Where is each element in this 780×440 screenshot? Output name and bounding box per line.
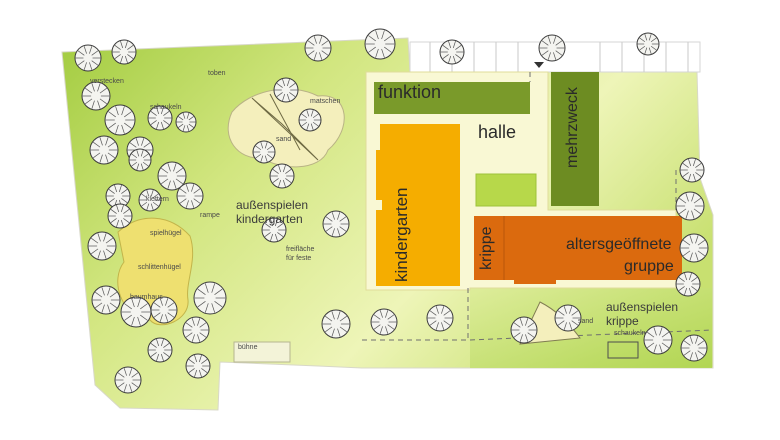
room-mehrzweck: [551, 72, 599, 206]
label-baumhaus: baumhaus: [130, 294, 163, 301]
label-sand-top: sand: [276, 136, 292, 143]
tree: [675, 191, 705, 221]
tree: [193, 281, 227, 315]
tree: [89, 135, 119, 165]
tree: [111, 39, 137, 65]
tree: [322, 210, 350, 238]
tree: [91, 285, 121, 315]
tree: [176, 182, 204, 210]
label-spielhuegel: spielhügel: [150, 230, 182, 237]
tree: [114, 366, 142, 394]
room-krippe-gruppe: [474, 216, 682, 284]
tree: [261, 217, 287, 243]
label-freiflaeche-2: für feste: [286, 255, 312, 262]
tree: [107, 203, 133, 229]
tree: [439, 39, 465, 65]
tree: [538, 34, 566, 62]
stage-area: [233, 341, 291, 363]
label-sand-krippe: sand: [578, 318, 594, 325]
tree: [87, 231, 117, 261]
label-mehrzweck: mehrzweck: [564, 87, 581, 168]
tree: [679, 233, 709, 263]
tree: [147, 337, 173, 363]
tree: [269, 163, 295, 189]
tree: [147, 105, 173, 131]
label-matschen: matschen: [310, 98, 341, 105]
tree: [273, 77, 299, 103]
tree: [364, 28, 396, 60]
tree: [81, 81, 111, 111]
tree: [554, 304, 582, 332]
tree: [150, 296, 178, 324]
tree: [426, 304, 454, 332]
label-aussen-krippe-2: krippe: [606, 314, 639, 328]
tree: [304, 34, 332, 62]
tree: [182, 316, 210, 344]
trees: [74, 28, 709, 394]
label-gruppe: gruppe: [624, 258, 674, 275]
label-rampe: rampe: [200, 212, 220, 219]
label-buehne: bühne: [238, 344, 258, 351]
tree: [138, 188, 162, 212]
entrance-marker: [534, 62, 544, 68]
label-klettern: klettern: [146, 196, 169, 203]
label-aussen-kiga-2: kindergarten: [236, 212, 303, 226]
label-aussen-krippe-1: außenspielen: [606, 300, 679, 314]
tree: [370, 308, 398, 336]
label-freiflaeche-1: freifläche: [286, 246, 315, 253]
tree: [157, 161, 187, 191]
tree: [675, 271, 701, 297]
label-schaukeln-top: schaukeln: [150, 104, 182, 111]
label-schlittenhuegel: schlittenhügel: [138, 264, 181, 271]
tree: [298, 108, 322, 132]
tree: [120, 296, 152, 328]
tree: [104, 104, 136, 136]
label-toben: toben: [208, 70, 226, 77]
tree: [321, 309, 351, 339]
tree: [74, 44, 102, 72]
tree: [510, 316, 538, 344]
label-schaukeln-krippe: schaukeln: [614, 330, 646, 337]
tree: [185, 353, 211, 379]
label-funktion: funktion: [378, 82, 442, 102]
tree: [105, 183, 131, 209]
label-aussen-kiga-1: außenspielen: [236, 198, 309, 212]
tree: [680, 334, 708, 362]
tree: [679, 157, 705, 183]
tree: [636, 32, 660, 56]
label-krippe: krippe: [478, 226, 495, 270]
label-verstecken: verstecken: [90, 78, 124, 85]
sail-shade: [251, 93, 319, 161]
room-kindergarten: [376, 124, 460, 286]
tree: [175, 111, 197, 133]
tree: [252, 140, 276, 164]
room-funktion: [374, 82, 530, 114]
label-halle: halle: [478, 122, 517, 142]
boundary-lines: [362, 72, 713, 341]
tree: [643, 325, 673, 355]
label-kindergarten: kindergarten: [392, 187, 411, 282]
halle-patch: [475, 173, 537, 207]
label-altersgeoeffnete: altersgeöffnete: [566, 236, 672, 253]
swing-frame: [607, 341, 639, 359]
tree: [128, 148, 152, 172]
